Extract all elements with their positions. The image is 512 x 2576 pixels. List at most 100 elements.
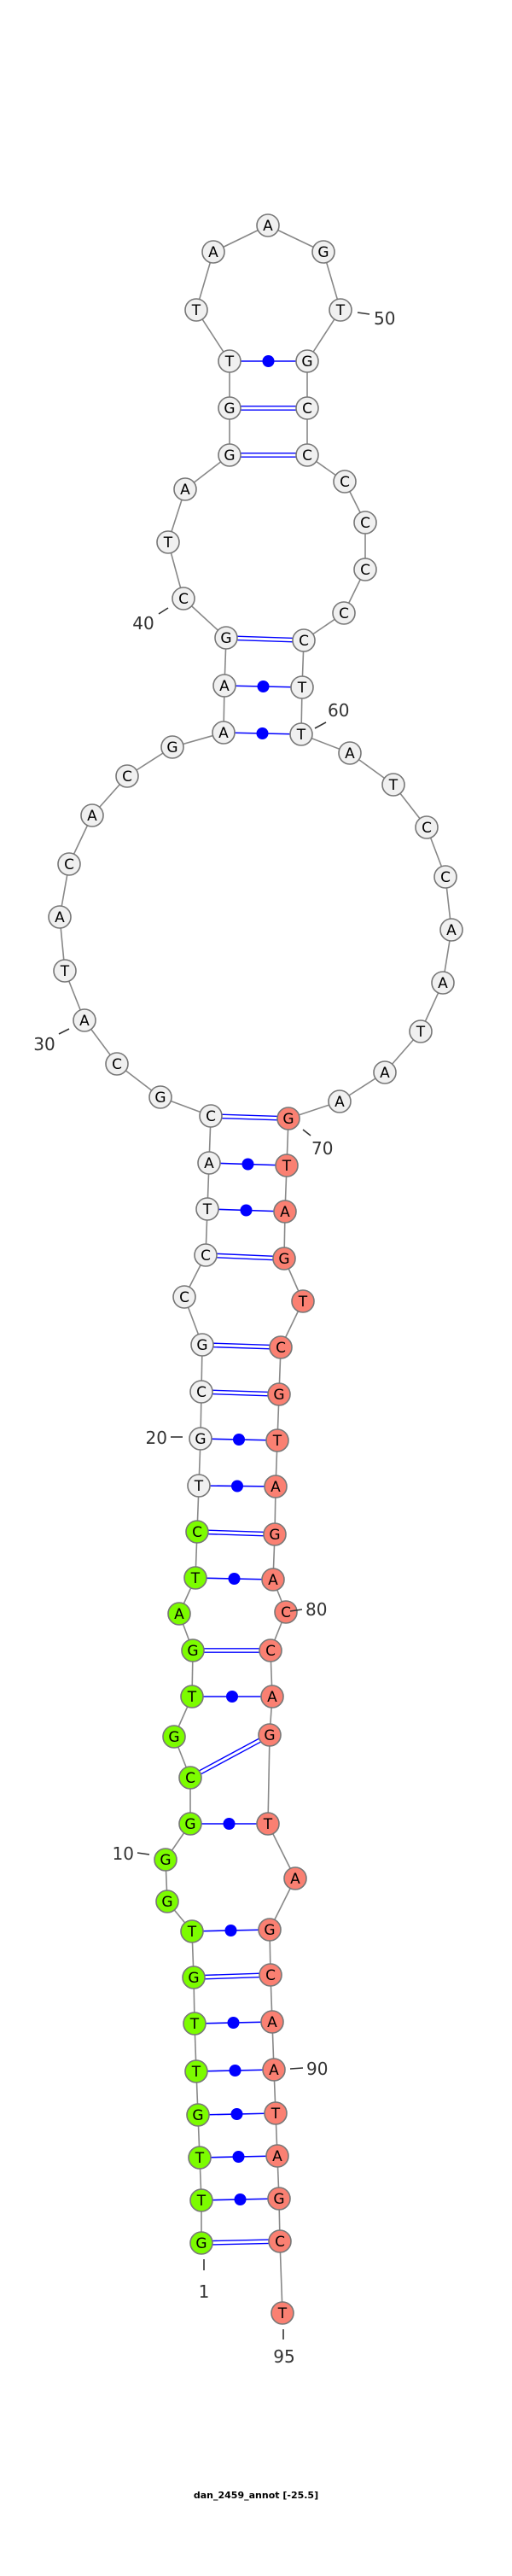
nucleotide-node: A [265, 2144, 289, 2168]
nucleotide-circle [73, 1008, 96, 1032]
nucleotide-circle [272, 1247, 296, 1270]
nucleotide-letter: G [264, 1727, 275, 1744]
gc-bond-line [206, 1253, 285, 1258]
nucleotide-letter: T [224, 353, 235, 371]
gc-bond-line [194, 1976, 271, 1980]
nucleotide-letter: A [446, 922, 457, 939]
nucleotide-letter: C [422, 820, 432, 837]
nucleotide-circle [195, 1197, 219, 1221]
base-pair [224, 681, 303, 692]
nucleotide-letter: G [273, 1387, 284, 1404]
nucleotide-letter: A [280, 1204, 290, 1221]
base-pair [191, 1925, 271, 1936]
nucleotide-letter: G [166, 739, 177, 756]
base-pair [196, 1529, 276, 1537]
nucleotide-node: T [183, 2012, 207, 2036]
nucleotide-node: G [218, 443, 241, 467]
bond-dot [231, 1480, 243, 1492]
nucleotide-circle [431, 971, 455, 995]
nucleotide-node: G [162, 1725, 186, 1749]
nucleotide-node: G [267, 1382, 291, 1406]
nucleotide-circle [212, 674, 236, 698]
nucleotide-node: A [212, 721, 236, 745]
nucleotide-node: G [186, 2103, 210, 2127]
nucleotide-letter: T [187, 1689, 197, 1706]
numbering-label: 95 [273, 2346, 294, 2367]
nucleotide-node: G [178, 1812, 202, 1836]
gc-bond-line [205, 1256, 284, 1261]
nucleotide-letter: C [276, 1340, 286, 1357]
nucleotide-circle [295, 349, 319, 373]
nucleotide-node: G [154, 1848, 177, 1872]
nucleotide-node: A [338, 741, 362, 765]
nucleotide-node: A [167, 1602, 191, 1626]
numbering-label: 70 [311, 1138, 333, 1159]
numbering-tick [302, 1129, 311, 1136]
nucleotide-node: T [188, 2146, 212, 2170]
nucleotide-circle [184, 298, 208, 322]
nucleotide-circle [275, 1154, 299, 1177]
nucleotide-node: C [259, 1638, 282, 1662]
nucleotide-node: A [73, 1008, 96, 1032]
nucleotide-letter: C [206, 1108, 216, 1125]
numbering-tick [357, 312, 370, 315]
nucleotide-letter: T [271, 2106, 281, 2123]
base-pair [199, 2151, 278, 2163]
nucleotide-circle [267, 2187, 291, 2211]
nucleotide-node: T [156, 530, 180, 554]
nucleotide-letter: C [185, 1770, 195, 1787]
nucleotide-circle [194, 1243, 218, 1267]
nucleotide-circle [185, 1520, 209, 1544]
nucleotide-circle [328, 1089, 352, 1113]
base-pair [201, 1389, 280, 1397]
nucleotide-node: A [262, 2058, 286, 2082]
nucleotide-node: C [178, 1766, 202, 1790]
nucleotide-circle [105, 1052, 129, 1076]
nucleotide-letter: T [195, 2150, 205, 2167]
nucleotide-letter: A [204, 1155, 214, 1172]
nucleotide-node: C [57, 852, 81, 876]
nucleotide-node: G [267, 2187, 291, 2211]
nucleotide-node: C [259, 1963, 282, 1987]
nucleotide-circle [181, 1638, 205, 1662]
nucleotide-circle [353, 558, 377, 581]
nucleotide-letter: T [189, 2016, 200, 2033]
nucleotide-letter: C [265, 1967, 276, 1984]
nucleotide-letter: G [224, 447, 235, 464]
nucleotide-circle [264, 1475, 288, 1498]
nucleotide-node: T [218, 349, 241, 373]
nucleotide-letter: G [301, 353, 312, 371]
nucleotide-node: C [172, 1285, 196, 1309]
nucleotide-node: C [105, 1052, 129, 1076]
backbone [59, 225, 452, 2314]
nucleotide-letter: C [64, 856, 74, 873]
gc-bond-line [190, 1736, 271, 1780]
nucleotide-circle [212, 721, 236, 745]
nucleotide-letter: A [208, 244, 218, 261]
base-pair [230, 453, 307, 458]
nucleotide-node: T [264, 2101, 288, 2125]
nucleotide-node: C [353, 558, 377, 581]
nucleotide-node: G [311, 240, 335, 264]
nucleotide-node: T [180, 1919, 204, 1943]
nucleotide-letter: T [194, 1478, 204, 1495]
gc-bond-line [226, 635, 305, 640]
nucleotide-letter: G [196, 1337, 207, 1354]
numbering-tick [314, 721, 327, 729]
numbering-label: 30 [33, 1034, 55, 1054]
nucleotide-letter: T [202, 1201, 212, 1218]
base-pair [200, 1434, 278, 1446]
bond-dot [224, 1925, 237, 1936]
nucleotide-circle [173, 477, 197, 501]
nucleotide-letter: G [188, 1970, 199, 1987]
gc-bond-line [201, 1389, 280, 1393]
nucleotide-letter: G [269, 1527, 280, 1544]
nucleotide-circle [53, 959, 77, 983]
nucleotide-circle [264, 2101, 288, 2125]
backbone-link [267, 1734, 271, 1825]
nucleotide-letter: A [55, 909, 65, 926]
nucleotide-circle [263, 1522, 287, 1546]
nucleotide-circle [338, 741, 362, 765]
